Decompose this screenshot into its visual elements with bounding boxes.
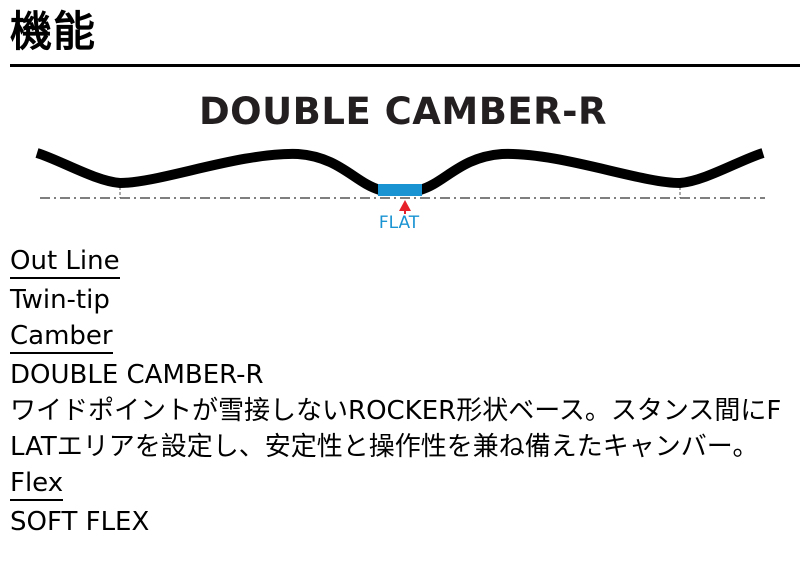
flex-label: Flex xyxy=(10,468,64,501)
camber-value: DOUBLE CAMBER-R xyxy=(10,360,264,390)
outline-label: Out Line xyxy=(10,246,120,279)
camber-label: Camber xyxy=(10,321,113,354)
board-profile-left xyxy=(35,148,382,195)
title-divider xyxy=(10,64,800,67)
spec-list: Out Line Twin-tip Camber DOUBLE CAMBER-R… xyxy=(10,243,795,540)
camber-profile-heading: DOUBLE CAMBER-R xyxy=(199,90,607,133)
page-title: 機能 xyxy=(10,7,97,56)
board-profile-right xyxy=(418,148,765,195)
outline-value: Twin-tip xyxy=(10,285,110,315)
flat-arrow-icon xyxy=(399,200,411,211)
flat-label: FLAT xyxy=(379,213,420,233)
camber-description: ワイドポイントが雪接しないROCKER形状ベース。スタンス間にFLATエリアを設… xyxy=(10,396,782,462)
camber-profile-diagram: DOUBLE CAMBER-R FLAT xyxy=(35,90,765,233)
flex-value: SOFT FLEX xyxy=(10,507,150,537)
flat-zone xyxy=(378,184,422,196)
